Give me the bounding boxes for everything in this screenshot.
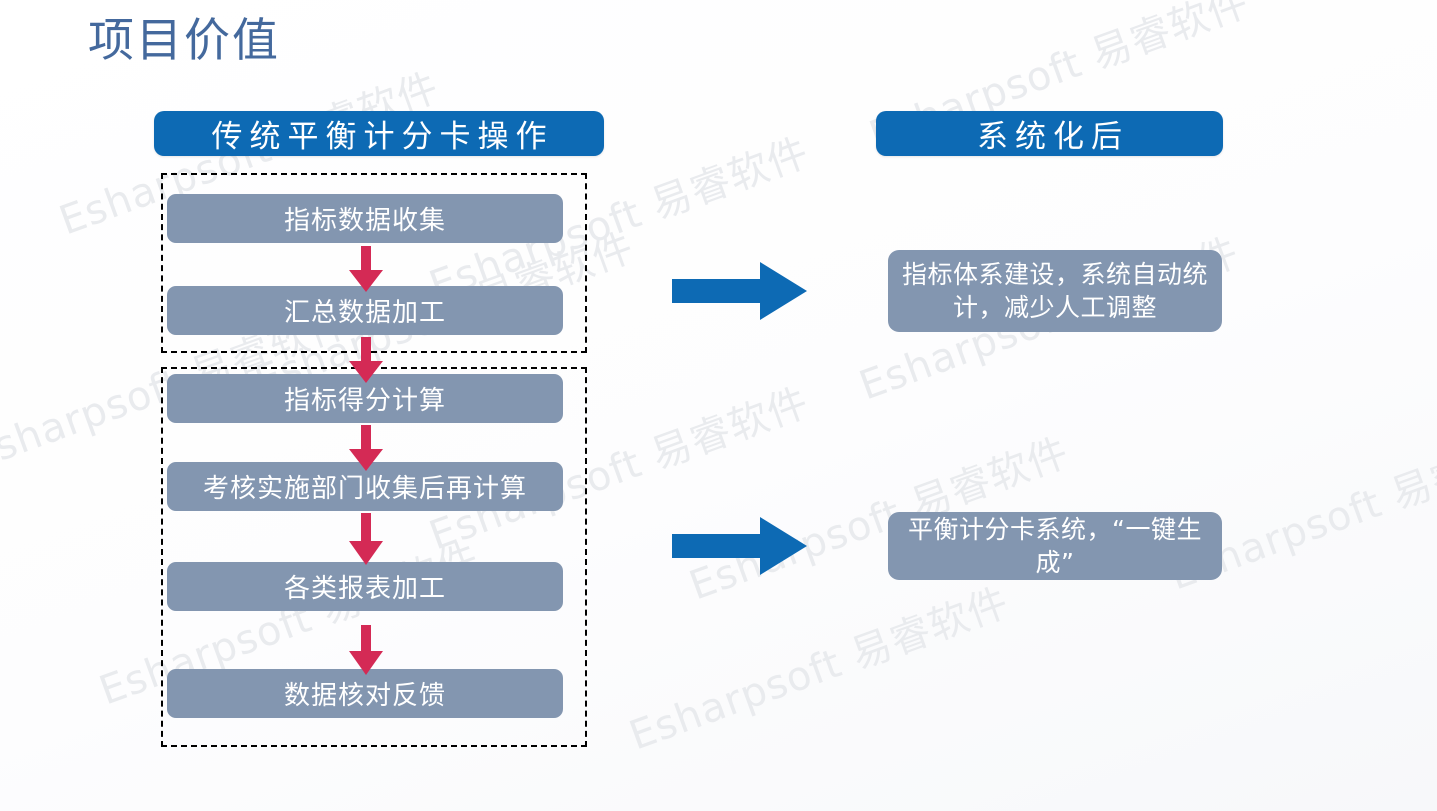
process-box-score-calculation[interactable]: 指标得分计算 bbox=[167, 374, 563, 423]
right-arrow-icon bbox=[672, 262, 807, 320]
result-box-bsc-system[interactable]: 平衡计分卡系统，“一键生成” bbox=[888, 512, 1222, 580]
column-header-legacy: 传统平衡计分卡操作 bbox=[154, 111, 604, 156]
down-arrow-icon bbox=[349, 337, 383, 383]
right-arrow-icon bbox=[672, 517, 807, 575]
process-box-data-verification-feedback[interactable]: 数据核对反馈 bbox=[167, 669, 563, 718]
watermark-text: Esharpsoft 易睿软件 bbox=[623, 579, 1016, 760]
down-arrow-icon bbox=[349, 425, 383, 471]
column-header-systemized: 系统化后 bbox=[876, 111, 1223, 156]
page-title: 项目价值 bbox=[88, 13, 280, 67]
process-box-collect-data[interactable]: 指标数据收集 bbox=[167, 194, 563, 243]
down-arrow-icon bbox=[349, 513, 383, 565]
down-arrow-icon bbox=[349, 246, 383, 292]
down-arrow-icon bbox=[349, 625, 383, 675]
process-box-department-recalculation[interactable]: 考核实施部门收集后再计算 bbox=[167, 462, 563, 511]
process-box-aggregate-data[interactable]: 汇总数据加工 bbox=[167, 286, 563, 335]
result-box-indicator-system[interactable]: 指标体系建设，系统自动统计，减少人工调整 bbox=[888, 250, 1222, 332]
flow-group-data-collection bbox=[161, 173, 587, 353]
process-box-report-processing[interactable]: 各类报表加工 bbox=[167, 562, 563, 611]
